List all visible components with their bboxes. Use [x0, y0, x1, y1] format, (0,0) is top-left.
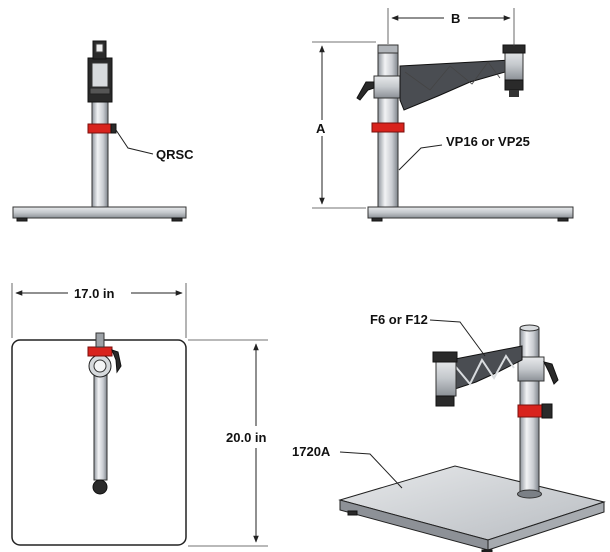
side-view: A B VP16 or VP25: [312, 8, 574, 222]
front-base-plate: [12, 206, 187, 219]
qrsc-label: QRSC: [156, 147, 194, 162]
isometric-view: F6 or F12 1720A: [292, 312, 606, 552]
front-post: [91, 99, 109, 208]
dimension-a-label: A: [316, 121, 326, 136]
iso-truss-arm: [449, 345, 523, 391]
focus-label: F6 or F12: [370, 312, 428, 327]
side-base-plate: [367, 206, 574, 219]
base-label: 1720A: [292, 444, 331, 459]
side-truss-arm: [399, 59, 513, 111]
depth-dimension-label: 20.0 in: [226, 430, 267, 445]
vp-label: VP16 or VP25: [446, 134, 530, 149]
dimension-b-label: B: [451, 11, 460, 26]
side-red-collar: [371, 122, 405, 133]
iso-focus-mount: [435, 359, 457, 397]
side-focus-mount: [504, 49, 524, 81]
iso-base-plate: [338, 465, 606, 541]
top-view: 17.0 in 20.0 in: [11, 283, 268, 547]
front-view: QRSC: [12, 40, 194, 222]
width-dimension-label: 17.0 in: [74, 286, 115, 301]
front-red-collar: [87, 123, 114, 134]
